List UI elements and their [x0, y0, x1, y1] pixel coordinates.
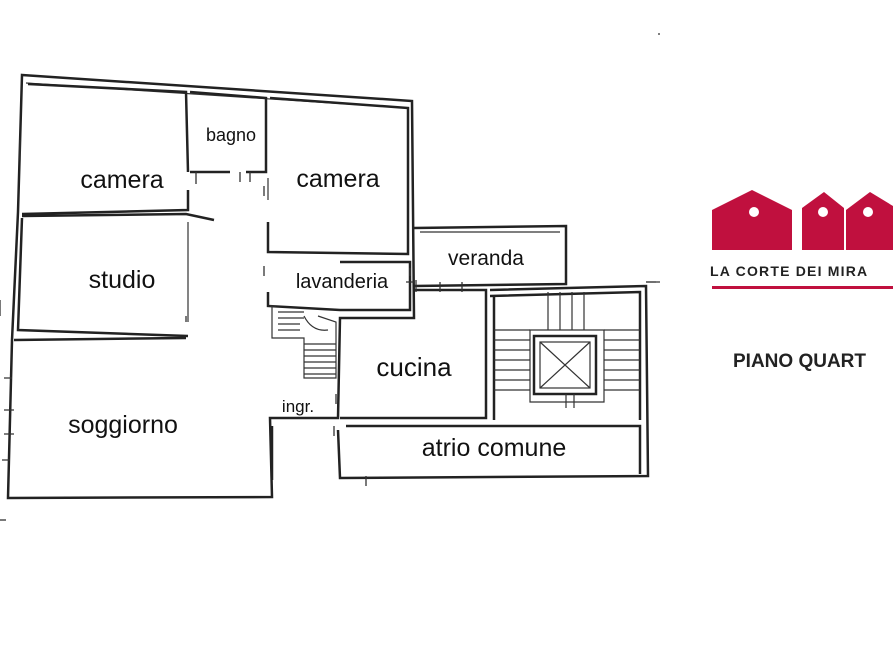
room-label-soggiorno: soggiorno: [68, 411, 178, 439]
brand-underline: [712, 286, 893, 289]
corner-marks: [646, 33, 660, 283]
room-label-camera-right: camera: [296, 165, 379, 193]
brand-logo: LA CORTE DEI MIRA: [710, 190, 893, 289]
room-label-atrio: atrio comune: [422, 434, 567, 462]
room-label-ingresso: ingr.: [282, 397, 314, 416]
room-label-camera-left: camera: [80, 166, 163, 194]
houses-icon: [712, 190, 893, 250]
wall-ticks: [0, 140, 463, 521]
room-label-cucina: cucina: [376, 352, 452, 382]
floor-label: PIANO QUART: [733, 351, 866, 372]
brand-name: LA CORTE DEI MIRA: [710, 263, 868, 279]
room-label-studio: studio: [89, 266, 156, 294]
apartment-walls: [6, 73, 416, 500]
room-label-bagno: bagno: [206, 125, 256, 145]
room-label-veranda: veranda: [448, 247, 524, 270]
veranda-walls: [413, 224, 568, 288]
room-label-lavanderia: lavanderia: [296, 271, 389, 293]
